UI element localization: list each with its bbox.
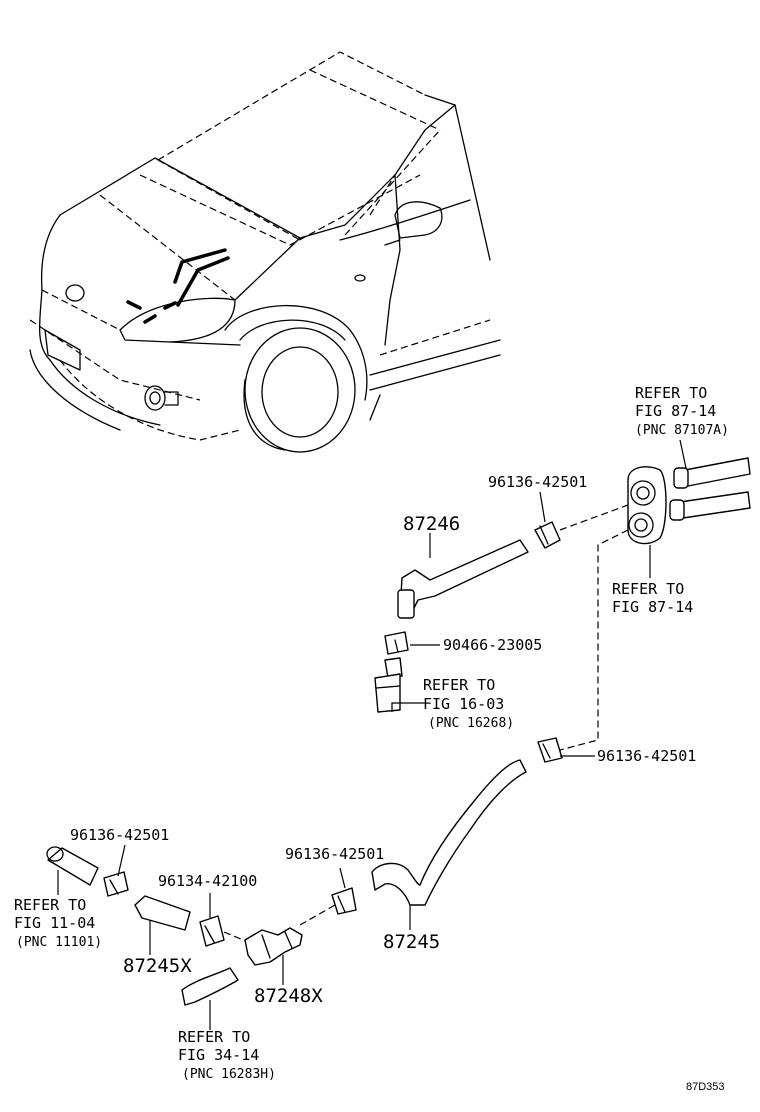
part-number-96134-42100: 96134-42100 (158, 872, 257, 890)
refer-to-fig-34-14-label-line1: REFER TO (178, 1028, 250, 1046)
part-number-87248x: 87248X (254, 985, 323, 1007)
washer-connector-assembly (559, 439, 751, 751)
part-number-96136-42501-left: 96136-42501 (70, 826, 169, 844)
refer-to-fig-16-03-label-line1: REFER TO (423, 676, 495, 694)
refer-to-fig-34-14-label-line2: FIG 34-14 (178, 1046, 259, 1064)
hose-87245 (331, 737, 595, 930)
refer-to-fig-87-14-pnc-label-line3: (PNC 87107A) (635, 423, 729, 438)
part-number-96136-42501-mid: 96136-42501 (597, 747, 696, 765)
hose-87246 (374, 491, 561, 713)
part-number-96136-42501-center: 96136-42501 (285, 845, 384, 863)
diagram-code: 87D353 (686, 1081, 725, 1093)
refer-to-fig-87-14-pnc-label-line2: FIG 87-14 (635, 402, 716, 420)
car-front-illustration (29, 51, 501, 453)
lower-hose-assembly (46, 844, 336, 1030)
refer-to-fig-11-04-label-line2: FIG 11-04 (14, 914, 95, 932)
refer-to-fig-87-14-label-line1: REFER TO (612, 580, 684, 598)
part-number-87245x: 87245X (123, 955, 192, 977)
part-number-87246: 87246 (403, 513, 460, 535)
part-number-90466-23005: 90466-23005 (443, 636, 542, 654)
refer-to-fig-87-14-label-line2: FIG 87-14 (612, 598, 693, 616)
part-number-96136-42501-top: 96136-42501 (488, 473, 587, 491)
refer-to-fig-34-14-label-line3: (PNC 16283H) (182, 1067, 276, 1082)
refer-to-fig-11-04-label-line3: (PNC 11101) (16, 935, 102, 950)
refer-to-fig-16-03-label-line2: FIG 16-03 (423, 695, 504, 713)
refer-to-fig-11-04-label-line1: REFER TO (14, 896, 86, 914)
refer-to-fig-87-14-pnc-label-line1: REFER TO (635, 384, 707, 402)
callout-labels: REFER TO FIG 87-14 (PNC 87107A) 96136-42… (14, 384, 729, 1093)
refer-to-fig-16-03-label-line3: (PNC 16268) (428, 716, 514, 731)
part-number-87245: 87245 (383, 931, 440, 953)
